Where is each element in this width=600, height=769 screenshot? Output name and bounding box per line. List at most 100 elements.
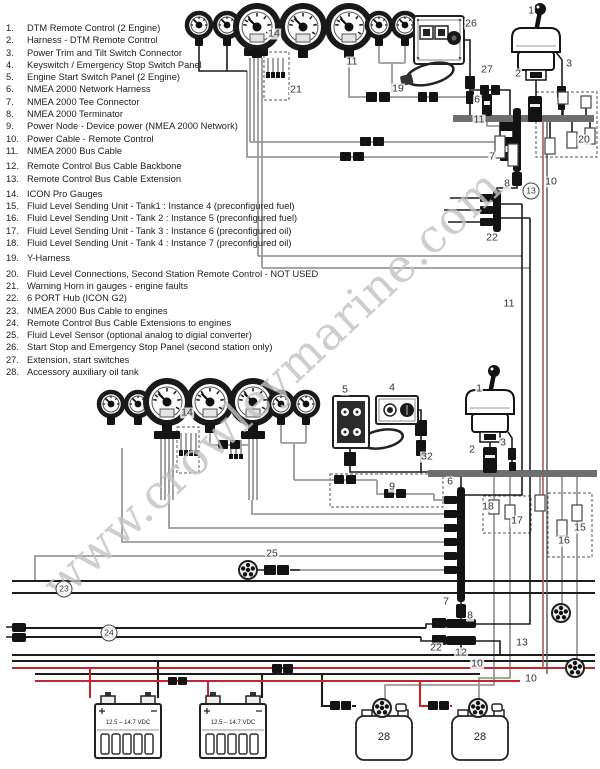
callout-17: 17 [510,514,524,527]
tank-sender [372,698,392,718]
legend-item-7: 7.NMEA 2000 Tee Connector [6,96,316,108]
legend-item-11: 11.NMEA 2000 Bus Cable [6,145,316,157]
gauge-icon [328,6,370,58]
callout-1: 1 [527,4,535,17]
callout-10: 10 [544,175,558,188]
legend-item-number: 9. [6,121,14,132]
callout-23: 23 [55,580,73,598]
gauge-icon [294,392,318,425]
harness-bar-station2 [428,470,597,477]
callout-22: 22 [485,231,499,244]
legend-item-number: 18. [6,238,19,249]
callout-11: 11 [502,297,516,310]
legend-item-27: 27.Extension, start switches [6,354,316,366]
callout-20: 20 [577,133,591,146]
legend-item-number: 2. [6,35,14,46]
legend-item-number: 1. [6,23,14,33]
tank-sender [468,698,488,718]
legend-item-number: 15. [6,201,19,212]
legend-item-9: 9. Power Node - Device power (NMEA 2000 N… [6,120,316,132]
legend-item-text: Fluid Level Sending Unit - Tank1 : Insta… [27,201,295,212]
legend-item-text: Harness - DTM Remote Control [27,35,158,46]
legend-item-22: 22. 6 PORT Hub (ICON G2) [6,292,316,304]
legend-item-text: Engine Start Switch Panel (2 Engine) [27,72,180,83]
legend-item-28: 28.Accessory auxiliary oil tank [6,366,316,378]
legend-item-number: 21. [6,280,19,291]
callout-25: 25 [265,547,279,560]
legend-item-text: Fluid Level Sending Unit - Tank 4 : Inst… [27,238,292,249]
callout-3: 3 [499,436,507,449]
callout-14: 14 [180,406,194,419]
fluid-sender [565,658,585,678]
legend-item-13: 13. Remote Control Bus Cable Extension [6,173,316,185]
legend-item-number: 11. [6,145,19,156]
legend-item-number: 6. [6,84,14,95]
legend-item-number: 26. [6,342,19,353]
legend-item-number: 22. [6,293,19,304]
legend-item-2: 2. Harness - DTM Remote Control [6,34,316,46]
callout-26: 26 [464,17,478,30]
legend-item-number: 25. [6,330,19,341]
legend-item-number: 5. [6,72,14,83]
legend-item-text: Power Cable - Remote Control [27,133,154,144]
legend-item-text: NMEA 2000 Terminator [27,109,123,120]
legend-item-number: 28. [6,367,19,378]
legend-item-text: Fluid Level Sending Unit - Tank 2 : Inst… [27,213,298,224]
callout-11: 11 [345,55,359,68]
callout-2: 2 [514,67,522,80]
battery-voltage-label: 12.5 – 14.7 VDC [105,720,151,726]
legend-item-24: 24.Remote Control Bus Cable Extensions t… [6,317,316,329]
legend-item-text: Power Node - Device power (NMEA 2000 Net… [27,121,238,132]
legend-item-21: 21.Warning Horn in gauges - engine fault… [6,280,316,292]
callout-13: 13 [522,182,540,200]
legend-item-text: Remote Control Bus Cable Backbone [27,161,182,172]
legend-item-number: 17. [6,225,19,236]
callout-21: 21 [289,83,303,96]
callout-15: 15 [573,521,587,534]
callout-10: 10 [470,657,484,670]
legend-item-text: NMEA 2000 Network Harness [27,84,151,95]
legend-item-17: 17. Fluid Level Sending Unit - Tank 3 : I… [6,225,316,237]
legend-item-text: Fluid Level Sensor (optional analog to d… [27,330,252,341]
legend-item-5: 5. Engine Start Switch Panel (2 Engine) [6,71,316,83]
legend-item-number: 13. [6,173,19,184]
legend-item-4: 4. Keyswitch / Emergency Stop Switch Pane… [6,59,316,71]
callout-24: 24 [100,624,118,642]
callout-2: 2 [468,443,476,456]
legend-item-25: 25. Fluid Level Sensor (optional analog t… [6,329,316,341]
legend-item-number: 14. [6,188,19,199]
legend-item-text: Keyswitch / Emergency Stop Switch Panel [27,59,202,70]
legend-item-number: 20. [6,268,19,279]
callout-18: 18 [481,500,495,513]
legend-item-number: 3. [6,47,14,58]
legend-item-number: 7. [6,96,14,107]
legend-item-text: Remote Control Bus Cable Extension [27,173,181,184]
legend-item-text: Fluid Level Sending Unit - Tank 3 : Inst… [27,225,292,236]
gauge-cluster-station2 [99,381,318,433]
callout-6: 6 [446,475,454,488]
callout-10: 10 [524,672,538,685]
legend-item-15: 15. Fluid Level Sending Unit - Tank1 : In… [6,200,316,212]
legend-item-12: 12.Remote Control Bus Cable Backbone [6,160,316,172]
callout-12: 12 [454,646,468,659]
legend-item-text: ICON Pro Gauges [27,188,103,199]
gauge-icon [189,381,231,433]
fluid-level-sensor [238,560,258,580]
callout-3: 3 [565,57,573,70]
power-red-wires [12,666,595,708]
legend-item-number: 19. [6,253,19,264]
legend-item-number: 16. [6,213,19,224]
legend-item-text: 6 PORT Hub (ICON G2) [27,293,127,304]
legend-item-8: 8.NMEA 2000 Terminator [6,108,316,120]
start-switch-panel-5 [332,395,370,449]
legend-item-number: 24. [6,317,19,328]
legend-item-26: 26.Start Stop and Emergency Stop Panel (… [6,341,316,353]
callout-11: 11 [472,113,486,126]
callout-8: 8 [503,177,511,190]
callout-13: 13 [515,636,529,649]
legend-item-10: 10.Power Cable - Remote Control [6,133,316,145]
callout-9: 9 [388,480,396,493]
legend-item-number: 4. [6,59,14,70]
gauge-icon [269,392,293,425]
